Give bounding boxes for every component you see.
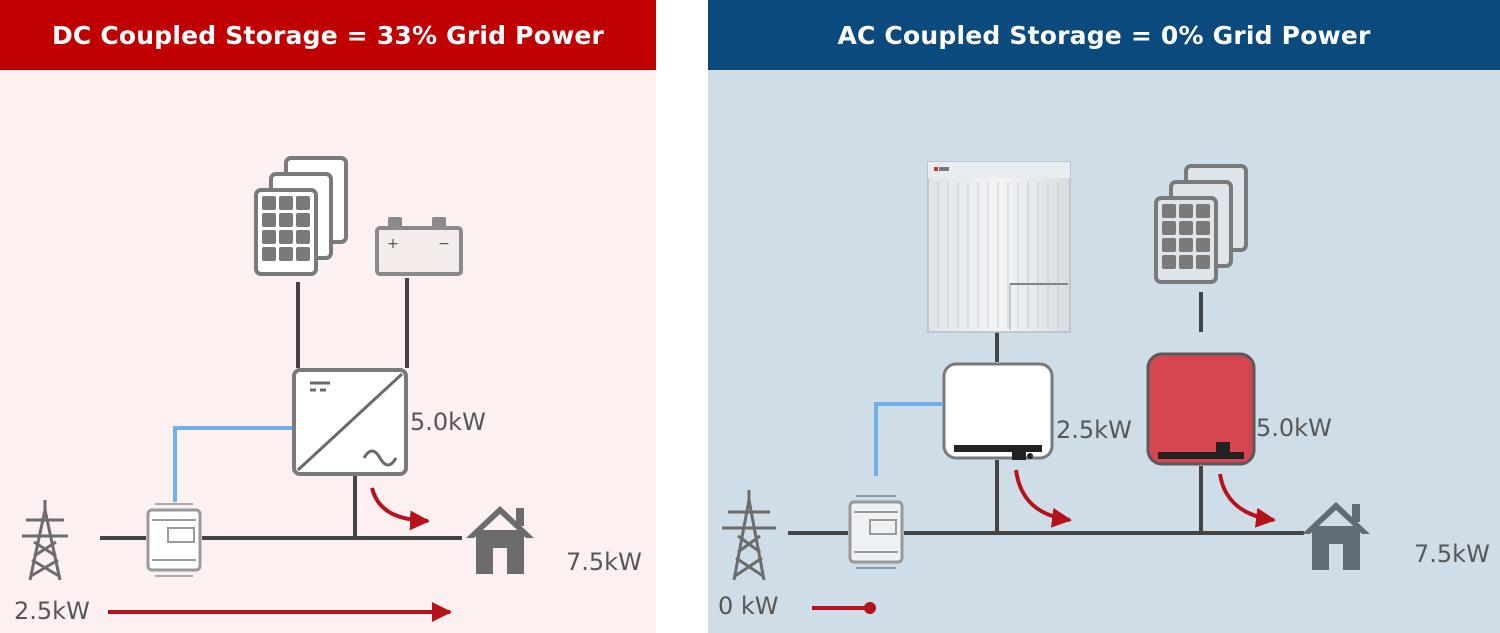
ac-energy-meter-icon <box>848 495 904 569</box>
ac-grid-zero-flow-indicator <box>812 602 876 614</box>
ac-comm-line <box>874 402 942 476</box>
dc-diagram: + − <box>22 156 534 622</box>
ac-coupled-panel: AC Coupled Storage = 0% Grid Power <box>708 0 1500 633</box>
dc-house-load-label: 7.5kW <box>566 548 642 576</box>
ac-solar-inverter-power-label: 5.0kW <box>1256 414 1332 442</box>
dc-comm-line <box>173 426 292 502</box>
ac-battery-unit-icon <box>927 161 1071 333</box>
dc-inverter-power-label: 5.0kW <box>410 408 486 436</box>
dc-wires <box>100 278 462 540</box>
dc-solar-panels-icon <box>254 156 348 276</box>
dc-coupled-panel: DC Coupled Storage = 33% Grid Power <box>0 0 656 633</box>
ac-house-icon <box>1302 502 1370 570</box>
dc-battery-icon: + − <box>375 217 463 276</box>
dc-energy-meter-icon <box>146 503 202 577</box>
ac-wires <box>788 292 1304 535</box>
battery-minus-sign: − <box>438 236 450 252</box>
ac-solar-inverter-icon <box>1146 352 1256 466</box>
dc-inverter-flow-arrow <box>370 487 430 531</box>
ac-grid-power-label: 0 kW <box>718 592 779 620</box>
dc-panel-title: DC Coupled Storage = 33% Grid Power <box>0 0 656 70</box>
ac-diagram <box>722 161 1370 614</box>
dc-grid-power-label: 2.5kW <box>14 597 90 625</box>
dc-house-icon <box>466 506 534 574</box>
ac-battery-inverter-icon <box>942 362 1054 460</box>
ac-panel-title: AC Coupled Storage = 0% Grid Power <box>708 0 1500 70</box>
battery-plus-sign: + <box>387 236 399 252</box>
ac-grid-tower-icon <box>722 490 776 581</box>
ac-battery-inverter-flow-arrow <box>1014 469 1072 528</box>
ac-solar-inverter-flow-arrow <box>1218 473 1276 528</box>
ac-house-load-label: 7.5kW <box>1414 540 1490 568</box>
ac-solar-panels-icon <box>1154 164 1248 284</box>
dc-grid-tower-icon <box>22 500 68 581</box>
ac-battery-inverter-power-label: 2.5kW <box>1056 416 1132 444</box>
dc-hybrid-inverter-icon <box>292 368 408 476</box>
